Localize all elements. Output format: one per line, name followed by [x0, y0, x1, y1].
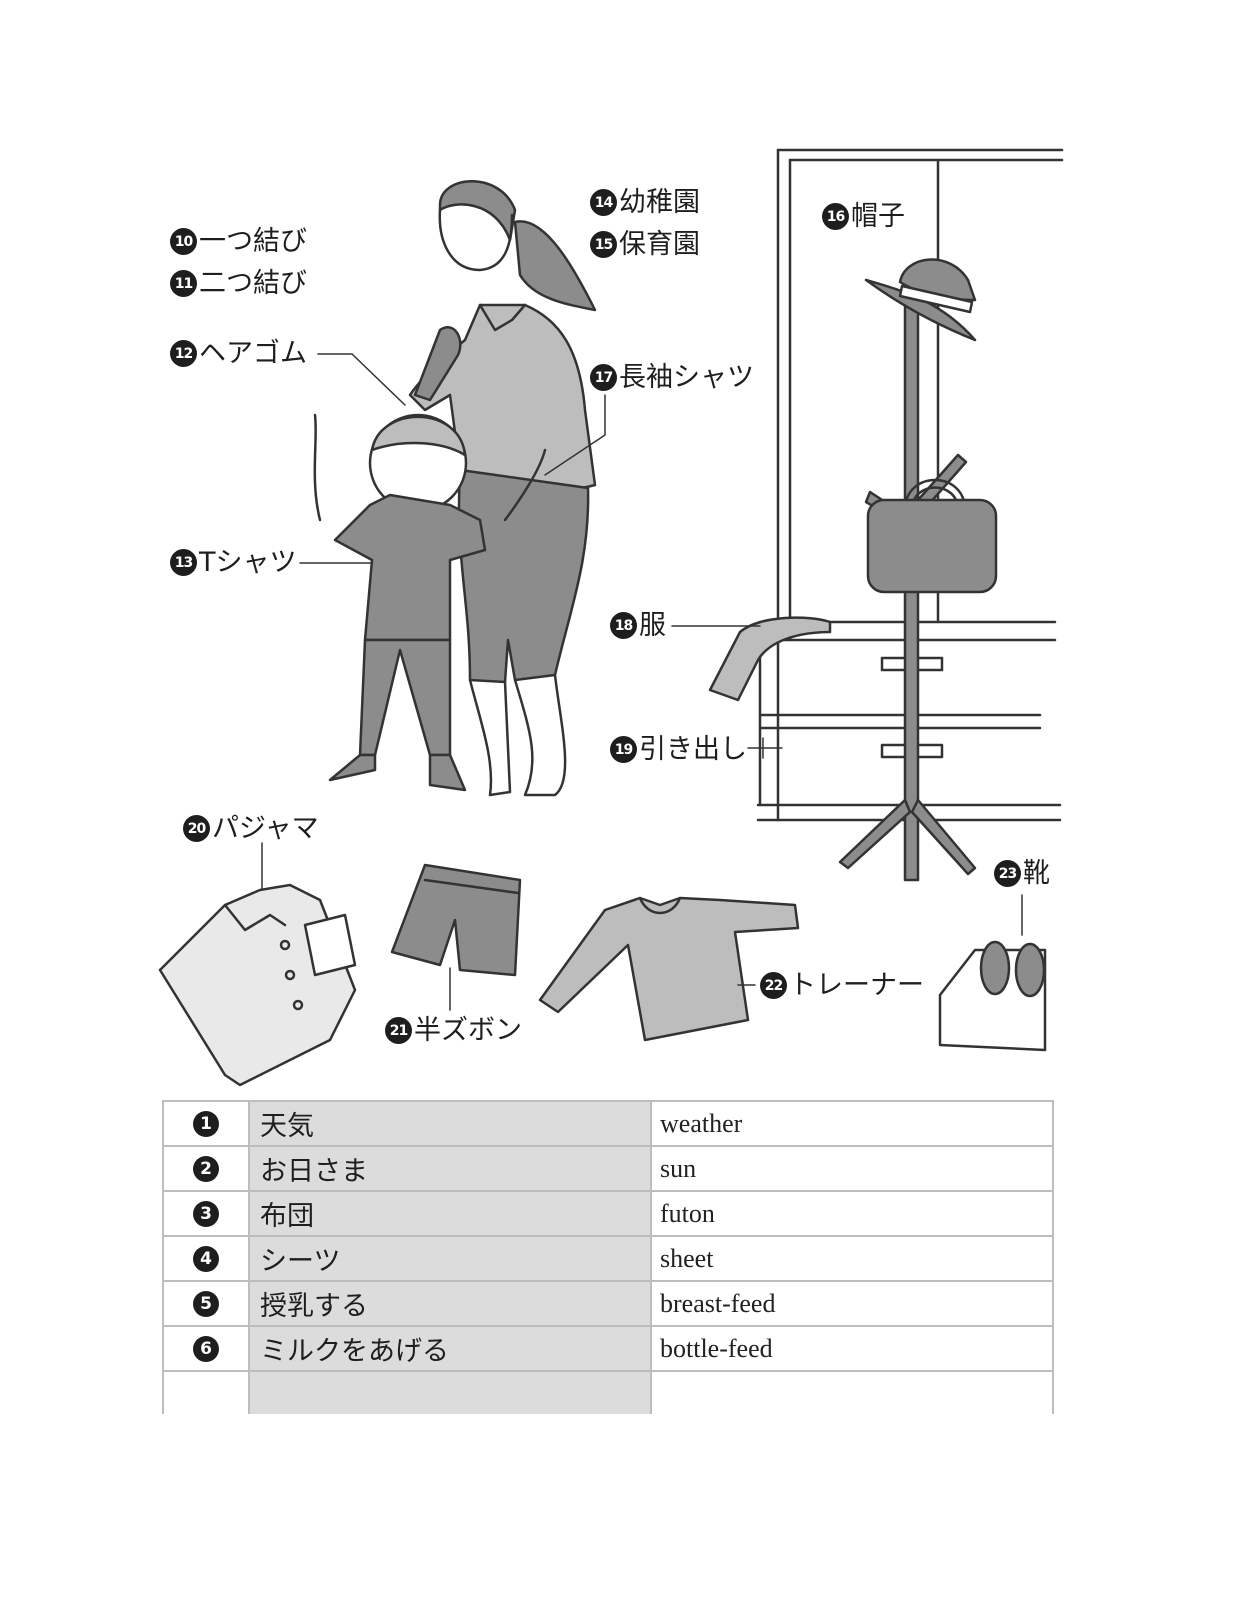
- english-term: bottle-feed: [650, 1325, 1054, 1372]
- table-row-empty: [162, 1370, 1054, 1414]
- row-number: 2: [193, 1155, 219, 1182]
- table-row: 1 天気 weather: [162, 1100, 1054, 1147]
- english-term: sheet: [650, 1235, 1054, 1282]
- row-number: 1: [193, 1110, 219, 1137]
- door-frame: [776, 148, 1064, 822]
- pajamas: [158, 883, 357, 1087]
- japanese-term: ミルクをあげる: [248, 1325, 652, 1372]
- japanese-term: お日さま: [248, 1145, 652, 1192]
- english-term: weather: [650, 1100, 1054, 1147]
- english-term: futon: [650, 1190, 1054, 1237]
- illustration: [158, 148, 1064, 1087]
- table-row: 5 授乳する breast-feed: [162, 1280, 1054, 1327]
- table-row: 3 布団 futon: [162, 1190, 1054, 1237]
- clothes: [708, 616, 832, 702]
- vocab-table: 1 天気 weather 2 お日さま sun 3 布団 futon 4 シーツ…: [162, 1100, 1054, 1414]
- row-number: 5: [193, 1290, 219, 1317]
- table-row: 2 お日さま sun: [162, 1145, 1054, 1192]
- row-number: 6: [193, 1335, 219, 1362]
- english-term: sun: [650, 1145, 1054, 1192]
- shoes: [938, 940, 1047, 1052]
- shorts: [390, 863, 522, 977]
- japanese-term: 天気: [248, 1100, 652, 1147]
- japanese-term: 布団: [248, 1190, 652, 1237]
- table-row: 4 シーツ sheet: [162, 1235, 1054, 1282]
- table-row: 6 ミルクをあげる bottle-feed: [162, 1325, 1054, 1372]
- row-number: 3: [193, 1200, 219, 1227]
- english-term: breast-feed: [650, 1280, 1054, 1327]
- japanese-term: 授乳する: [248, 1280, 652, 1327]
- sweatshirt: [538, 896, 800, 1042]
- hat: [864, 258, 977, 342]
- girl: [313, 326, 547, 792]
- leader-lines: [261, 353, 1023, 1011]
- bag: [866, 478, 998, 594]
- row-number: 4: [193, 1245, 219, 1272]
- japanese-term: シーツ: [248, 1235, 652, 1282]
